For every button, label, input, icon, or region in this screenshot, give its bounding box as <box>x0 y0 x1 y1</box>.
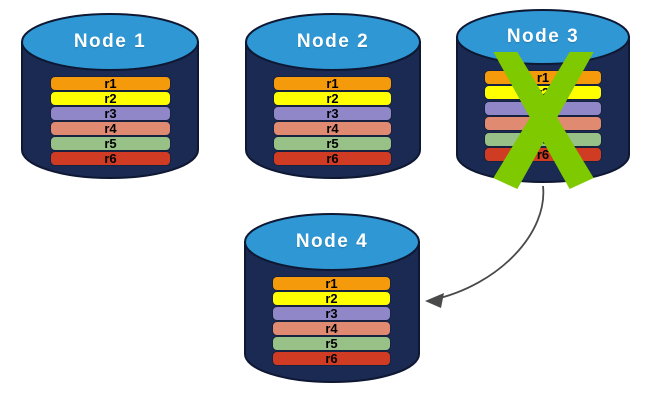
node-4-row-r1[interactable]: r1 <box>272 276 391 291</box>
node-2-row-r5[interactable]: r5 <box>273 136 392 151</box>
node-4-row-r5[interactable]: r5 <box>272 336 391 351</box>
node-1-row-r2[interactable]: r2 <box>50 91 171 106</box>
node-4-row-r3[interactable]: r3 <box>272 306 391 321</box>
cylinder-top-ellipse <box>245 13 421 71</box>
node-2-row-r4[interactable]: r4 <box>273 121 392 136</box>
node-1-row-r5[interactable]: r5 <box>50 136 171 151</box>
node-1-row-r4[interactable]: r4 <box>50 121 171 136</box>
node-2-row-r3[interactable]: r3 <box>273 106 392 121</box>
arrow-curve <box>431 185 545 301</box>
node-1-row-r6[interactable]: r6 <box>50 151 171 166</box>
node-2-title: Node 2 <box>296 31 370 52</box>
node-4-row-r4[interactable]: r4 <box>272 321 391 336</box>
node-1-row-r1[interactable]: r1 <box>50 76 171 91</box>
cylinder-top-ellipse <box>21 13 199 71</box>
node-1-title: Node 1 <box>73 31 147 52</box>
cylinder-top-ellipse <box>244 213 420 271</box>
node-2-row-r6[interactable]: r6 <box>273 151 392 166</box>
node-4-row-r2[interactable]: r2 <box>272 291 391 306</box>
node-2-row-r2[interactable]: r2 <box>273 91 392 106</box>
arrow-head <box>425 293 444 308</box>
node-3-title: Node 3 <box>506 26 580 47</box>
node-4-row-r6[interactable]: r6 <box>272 351 391 366</box>
node-4-title: Node 4 <box>295 231 369 252</box>
node-2-row-r1[interactable]: r1 <box>273 76 392 91</box>
node-1-row-r3[interactable]: r3 <box>50 106 171 121</box>
